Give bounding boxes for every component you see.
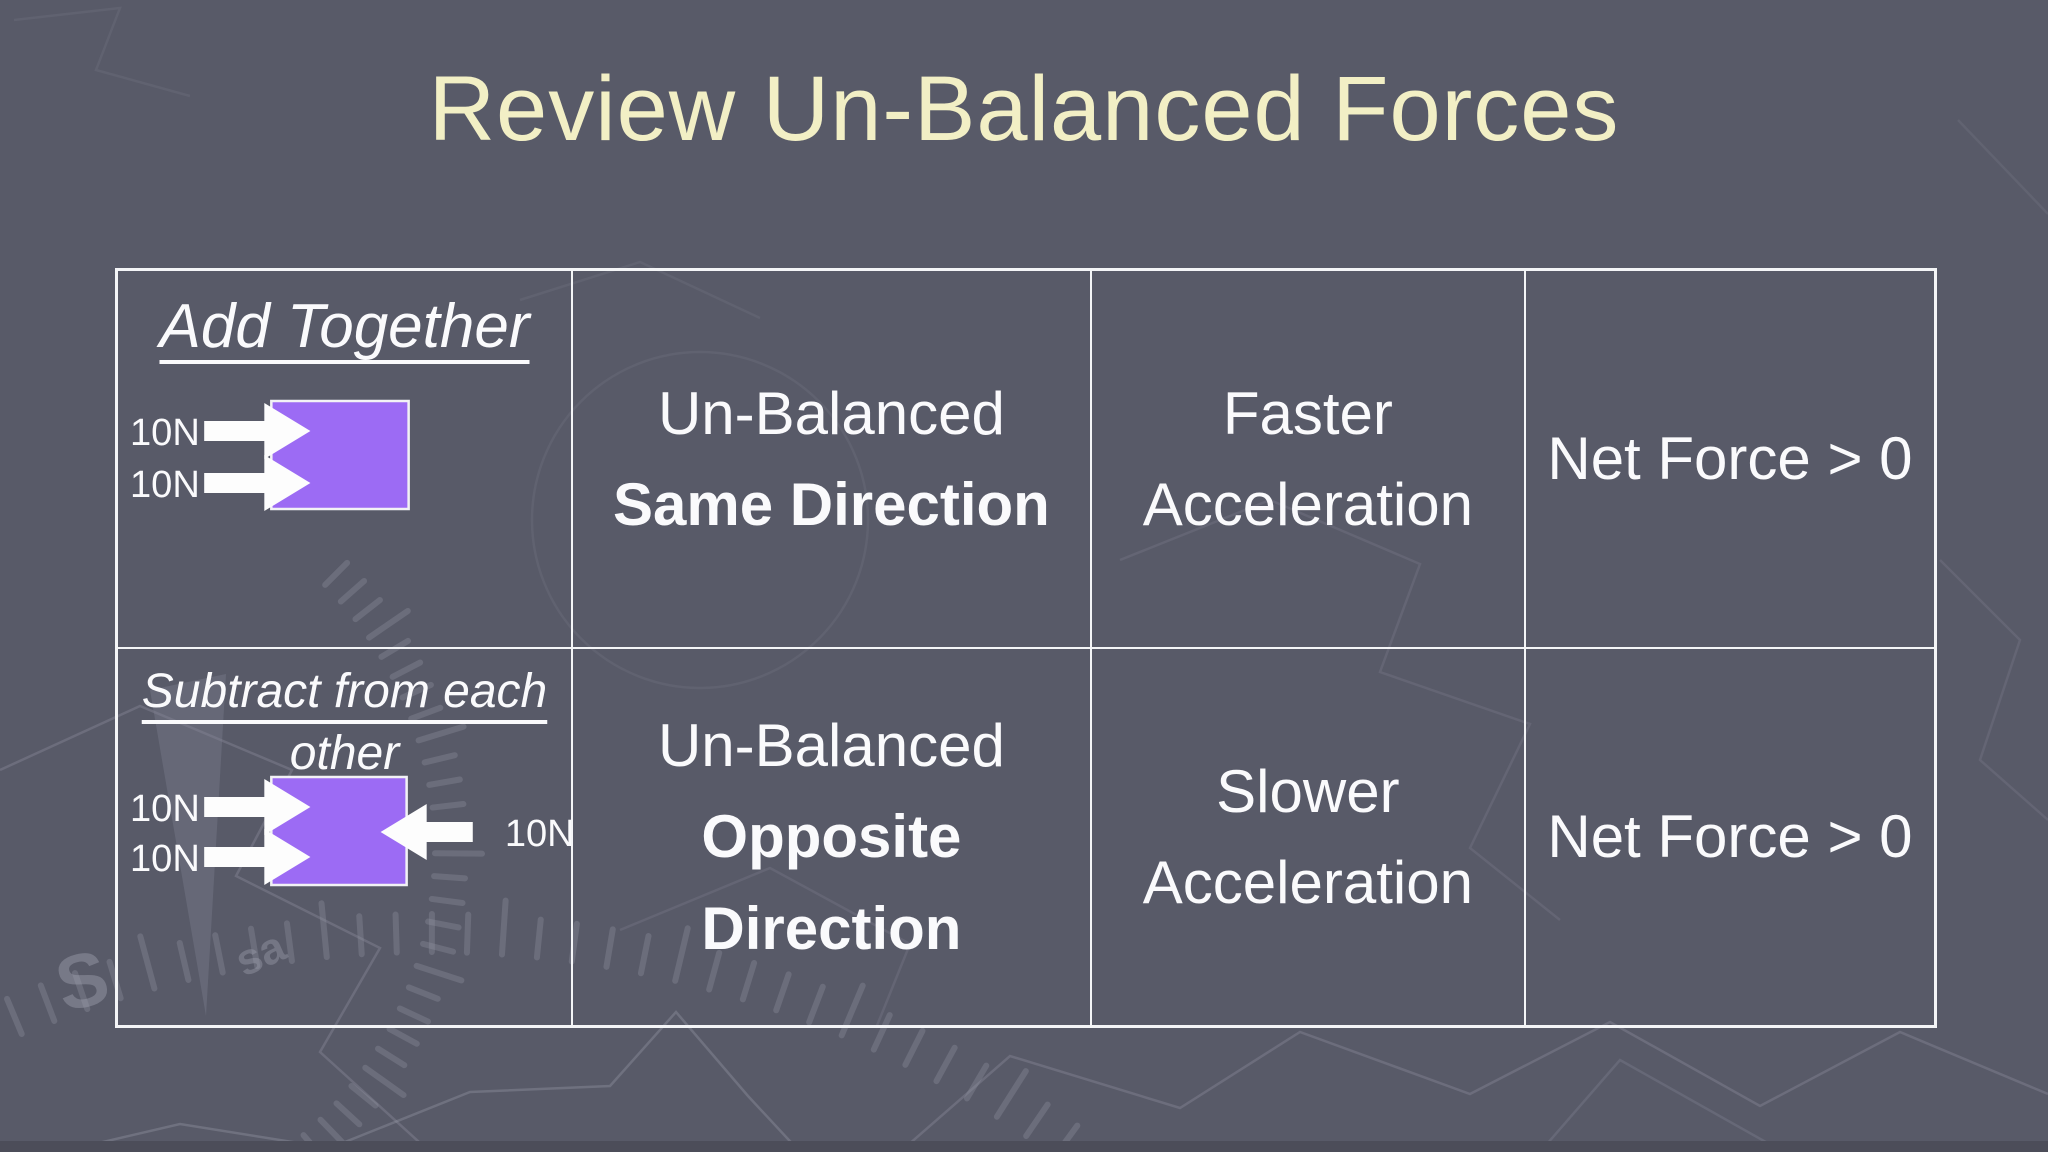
- cell-balance-same-direction: Un-Balanced Same Direction: [571, 270, 1091, 648]
- net-force-text: Net Force > 0: [1547, 803, 1913, 871]
- method-heading-subtract: Subtract from each other: [141, 665, 548, 781]
- force-label: 10N: [130, 464, 200, 506]
- right-arrow-icon: [204, 829, 311, 885]
- bottom-edge-shadow: [0, 1141, 2048, 1152]
- map-outline-decor: [899, 1020, 2048, 1152]
- method-heading-add: Add Together: [159, 292, 530, 361]
- force-label: 10N: [505, 813, 571, 855]
- map-outline-decor: [59, 1010, 801, 1152]
- force-label: 10N: [130, 788, 200, 830]
- net-force-text: Net Force > 0: [1547, 425, 1913, 493]
- right-arrow-icon: [204, 779, 311, 835]
- force-diagram-opposite-direction: 10N 10N 10N: [130, 775, 571, 887]
- left-arrow-icon: [380, 804, 473, 860]
- cell-acceleration-slower: Slower Acceleration: [1090, 648, 1525, 1026]
- acceleration-text: Faster Acceleration: [1142, 379, 1473, 538]
- force-label: 10N: [130, 838, 200, 880]
- cell-balance-opposite-direction: Un-Balanced Opposite Direction: [571, 648, 1091, 1026]
- slide-title: Review Un-Balanced Forces: [428, 58, 1620, 160]
- balance-direction-text: Same Direction: [613, 471, 1050, 538]
- map-outline-decor: [1539, 1058, 1781, 1152]
- cell-method-subtract: Subtract from each other 10N 10N 10N: [117, 648, 572, 1026]
- balance-type-text: Un-Balanced: [657, 379, 1005, 447]
- cell-net-force-row1: Net Force > 0: [1524, 270, 1935, 648]
- acceleration-text: Slower Acceleration: [1142, 757, 1473, 916]
- cell-net-force-row2: Net Force > 0: [1524, 648, 1935, 1026]
- balance-type-text: Un-Balanced: [657, 712, 1005, 780]
- balance-direction-text: Opposite Direction: [701, 803, 962, 962]
- cell-acceleration-faster: Faster Acceleration: [1090, 270, 1525, 648]
- compass-south-letter: S: [47, 934, 117, 1029]
- forces-table: Add Together 10N 10N Un-Balanced Same Di…: [115, 268, 1937, 1028]
- force-label: 10N: [130, 412, 200, 454]
- right-arrow-icon: [204, 403, 311, 459]
- force-diagram-same-direction: 10N 10N: [130, 399, 410, 511]
- right-arrow-icon: [204, 455, 311, 511]
- cell-method-add-together: Add Together 10N 10N: [117, 270, 572, 648]
- map-outline-decor: [1939, 559, 2048, 821]
